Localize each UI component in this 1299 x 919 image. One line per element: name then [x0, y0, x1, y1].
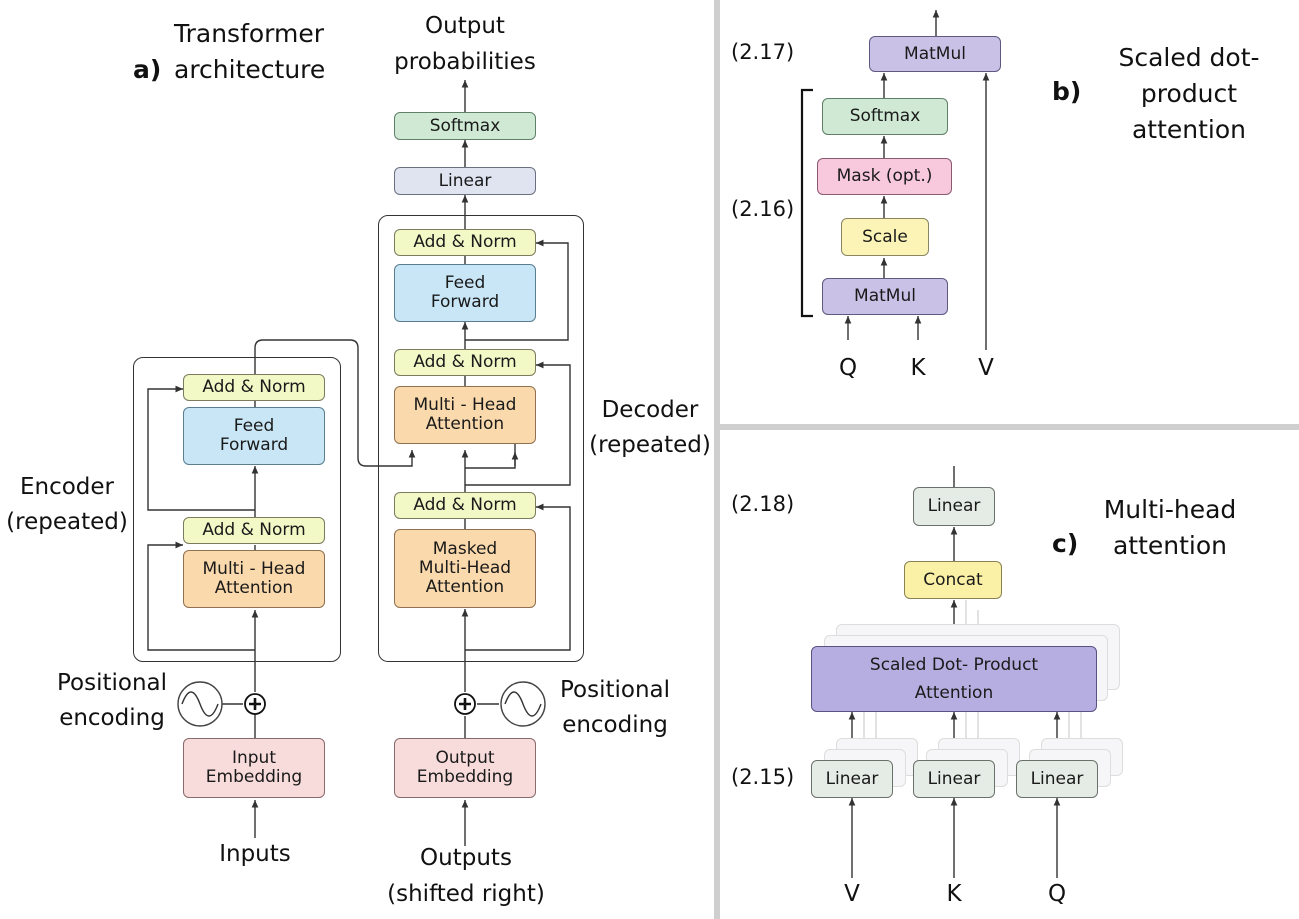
- input-embedding-box: Input Embedding: [183, 738, 325, 798]
- k-label-c: K: [946, 881, 962, 907]
- decoder-label: Decoder (repeated): [589, 397, 711, 458]
- softmax-box-b: Softmax: [822, 98, 948, 135]
- panel-c-title: c): [1052, 490, 1078, 562]
- equation-2-17-label: (2.17): [731, 40, 795, 64]
- encoder-add-norm-bottom: Add & Norm: [183, 517, 325, 544]
- vertical-divider: [714, 0, 720, 919]
- panel-b-title: b): [1052, 38, 1081, 110]
- inputs-label: Inputs: [219, 841, 291, 867]
- equation-2-15-label: (2.15): [731, 765, 795, 789]
- encoder-add-norm-top: Add & Norm: [183, 374, 325, 401]
- decoder-add-norm-3: Add & Norm: [394, 492, 536, 519]
- decoder-add-norm-2: Add & Norm: [394, 349, 536, 376]
- linear-top-box-c: Linear: [913, 487, 995, 526]
- encoder-multi-head-attention: Multi - Head Attention: [183, 550, 325, 608]
- add-circle-icon: [454, 693, 476, 715]
- positional-encoding-left-label: Positional encoding: [56, 670, 168, 731]
- softmax-box: Softmax: [394, 112, 536, 140]
- decoder-feed-forward: Feed Forward: [394, 264, 536, 322]
- v-label-c: V: [844, 881, 860, 907]
- linear-k-box: Linear: [913, 760, 995, 798]
- panel-a-letter: a): [133, 55, 162, 84]
- panel-b-letter: b): [1052, 77, 1082, 106]
- encoder-feed-forward: Feed Forward: [183, 407, 325, 465]
- matmul-bottom-box: MatMul: [822, 278, 948, 315]
- output-probabilities-label: Output probabilities: [394, 13, 536, 75]
- decoder-container: [378, 215, 584, 662]
- q-label-b: Q: [838, 355, 858, 381]
- v-label-b: V: [978, 355, 994, 381]
- panel-a-title-text: Transformer architecture: [174, 19, 326, 84]
- scale-box: Scale: [841, 218, 929, 256]
- decoder-add-norm-1: Add & Norm: [394, 229, 536, 256]
- encoder-label: Encoder (repeated): [6, 474, 128, 535]
- panel-b-title-text: Scaled dot- product attention: [1118, 43, 1260, 144]
- scaled-dot-product-attention-box: Scaled Dot- Product Attention: [811, 646, 1097, 712]
- decoder-masked-multi-head-attention: Masked Multi-Head Attention: [394, 529, 536, 608]
- matmul-top-box: MatMul: [869, 36, 1001, 72]
- equation-2-16-label: (2.16): [731, 197, 795, 221]
- panel-c-letter: c): [1052, 529, 1079, 558]
- panel-c-title-text: Multi-head attention: [1103, 495, 1237, 560]
- mask-box: Mask (opt.): [817, 158, 952, 195]
- encoder-container: [133, 357, 341, 662]
- linear-q-box: Linear: [1016, 760, 1098, 798]
- linear-box: Linear: [394, 167, 536, 195]
- outputs-label: Outputs (shifted right): [387, 845, 545, 907]
- panel-a-title: a): [133, 16, 161, 88]
- horizontal-divider: [720, 424, 1299, 430]
- output-embedding-box: Output Embedding: [394, 738, 536, 798]
- add-circle-icon: [244, 693, 266, 715]
- equation-2-18-label: (2.18): [731, 492, 795, 516]
- sine-wave-icon: [500, 681, 546, 727]
- q-label-c: Q: [1047, 881, 1067, 907]
- positional-encoding-right-label: Positional encoding: [559, 677, 671, 738]
- concat-box: Concat: [904, 561, 1002, 599]
- linear-v-box: Linear: [811, 760, 893, 798]
- decoder-multi-head-attention: Multi - Head Attention: [394, 386, 536, 444]
- k-label-b: K: [910, 355, 926, 381]
- sine-wave-icon: [177, 681, 223, 727]
